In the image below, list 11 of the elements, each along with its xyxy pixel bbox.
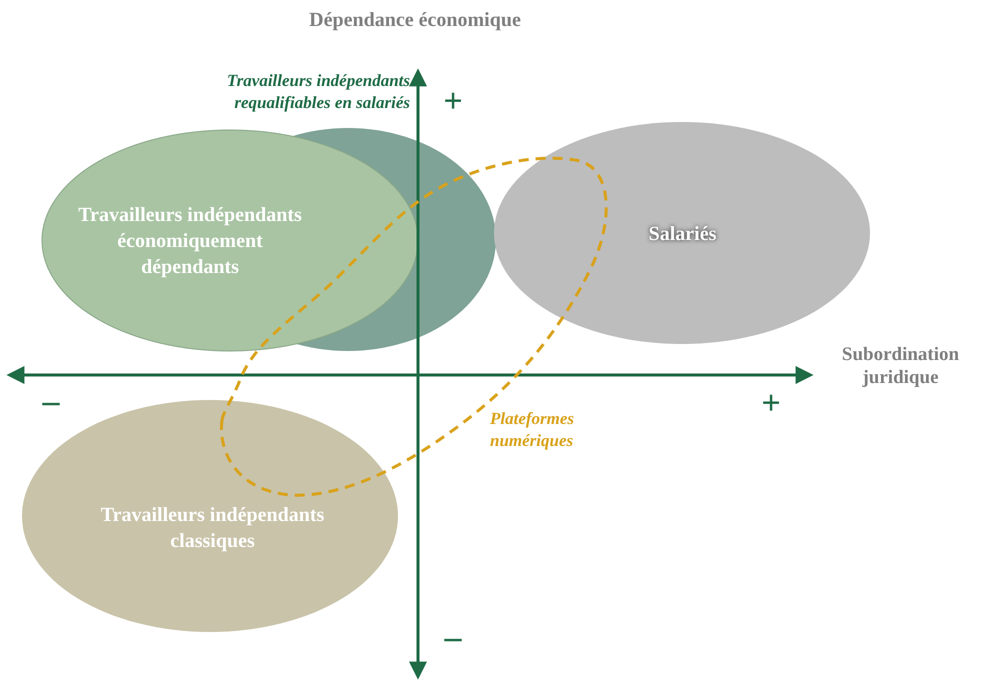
plus-sign: + bbox=[442, 82, 464, 122]
ellipse-label: Salariés bbox=[648, 222, 718, 247]
minus-sign: – bbox=[443, 618, 463, 658]
group-heading: Travailleurs indépendants requalifiables en salariés bbox=[226, 70, 410, 114]
axis-title: Subordination juridique bbox=[840, 344, 960, 390]
plus-sign: + bbox=[760, 384, 782, 424]
axis-title: Dépendance économique bbox=[308, 8, 522, 32]
ellipse-label: Travailleurs indépendants classiques bbox=[100, 503, 326, 554]
ellipse-label: Travailleurs indépendants économiquement dépendants bbox=[77, 203, 303, 280]
minus-sign: – bbox=[41, 382, 61, 422]
loop-label: Plateformes numériques bbox=[490, 408, 576, 452]
